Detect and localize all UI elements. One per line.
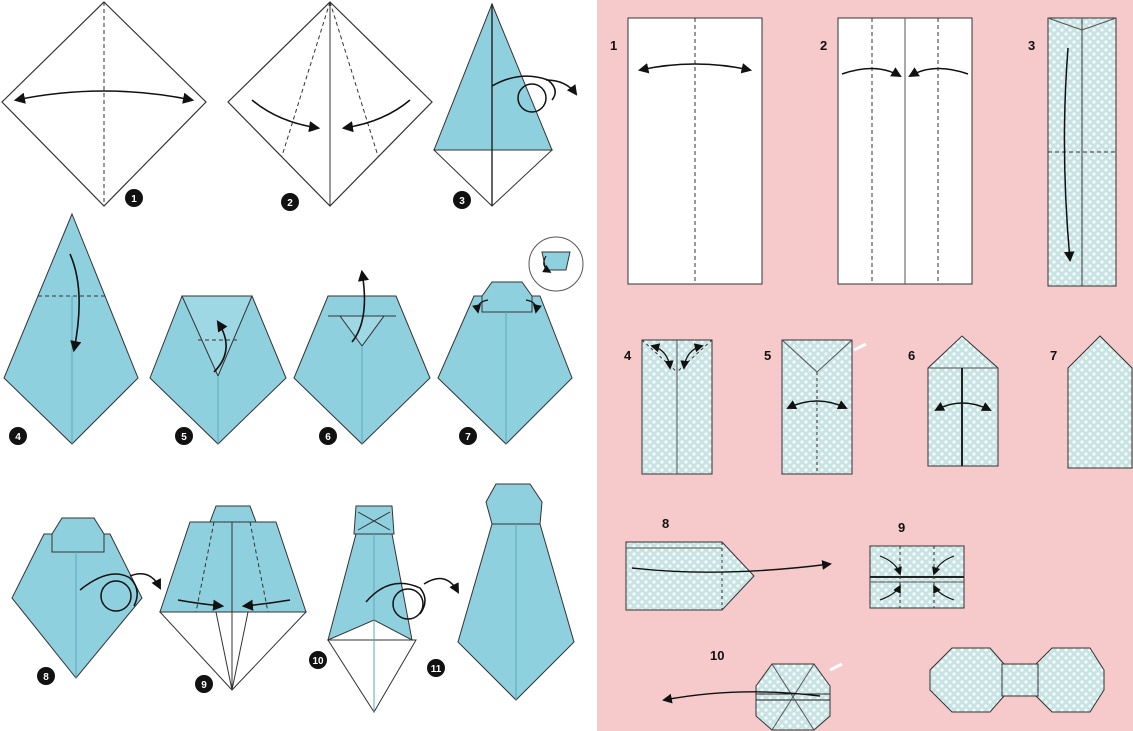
- tie-step-11-final: 11: [427, 483, 575, 701]
- step-number: 4: [624, 348, 632, 363]
- bowtie-step-9: 9: [869, 520, 965, 609]
- step-number: 6: [908, 348, 915, 363]
- step-number: 8: [662, 516, 669, 531]
- step-number: 10: [312, 656, 324, 667]
- step-number: 1: [610, 38, 617, 53]
- step-number: 11: [431, 664, 442, 675]
- step-number-badge: [319, 427, 337, 445]
- tie-step-4: 4: [3, 212, 139, 445]
- step-number: 3: [1028, 38, 1035, 53]
- step-number: 9: [201, 680, 207, 691]
- tie-step-5: 5: [149, 295, 287, 445]
- step-number-badge: [37, 667, 55, 685]
- step-number: 4: [15, 432, 21, 443]
- tie-step-3: 3: [432, 2, 578, 209]
- bowtie-step-3: 3: [1028, 17, 1117, 287]
- tie-step-2: 2: [227, 1, 433, 211]
- tie-step-6: 6: [293, 269, 431, 445]
- right-panel: 1 2 3 4: [610, 17, 1133, 731]
- step-number-badge: [195, 675, 213, 693]
- tie-step-8: 8: [11, 517, 161, 685]
- step-number: 7: [1050, 348, 1057, 363]
- step-number-badge: [309, 651, 327, 669]
- tie-step-7: 7: [437, 236, 584, 445]
- step-number: 1: [131, 194, 137, 205]
- step-number-badge: [459, 427, 477, 445]
- bowtie-final: [929, 647, 1105, 713]
- tie-step-10: 10: [309, 505, 460, 713]
- bowtie-step-6: 6: [908, 335, 999, 467]
- tie-step-1: 1: [1, 1, 207, 207]
- bowtie-step-1: 1: [610, 17, 763, 285]
- step-number: 5: [764, 348, 771, 363]
- bowtie-step-2: 2: [820, 17, 973, 285]
- bowtie-step-7: 7: [1050, 335, 1133, 469]
- step-number: 9: [898, 520, 905, 535]
- step-number-badge: [9, 427, 27, 445]
- step-number-badge: [453, 191, 471, 209]
- step-number: 2: [287, 198, 293, 209]
- step-number: 7: [465, 432, 471, 443]
- step-number: 3: [459, 196, 465, 207]
- bowtie-step-8: 8: [625, 516, 832, 611]
- step-number-badge: [125, 189, 143, 207]
- step-number: 10: [710, 648, 724, 663]
- tie-step-9: 9: [158, 505, 308, 693]
- bowtie-step-4: 4: [624, 339, 713, 475]
- step-number: 6: [325, 432, 331, 443]
- step-number-badge: [175, 427, 193, 445]
- step-number: 2: [820, 38, 827, 53]
- left-panel: 1 2 3: [1, 1, 584, 713]
- step-number-badge: [427, 659, 445, 677]
- step-number-badge: [281, 193, 299, 211]
- step-number: 8: [43, 672, 49, 683]
- bowtie-step-5: 5: [764, 339, 867, 475]
- step-number: 5: [181, 432, 187, 443]
- bowtie-step-10: 10: [662, 648, 843, 731]
